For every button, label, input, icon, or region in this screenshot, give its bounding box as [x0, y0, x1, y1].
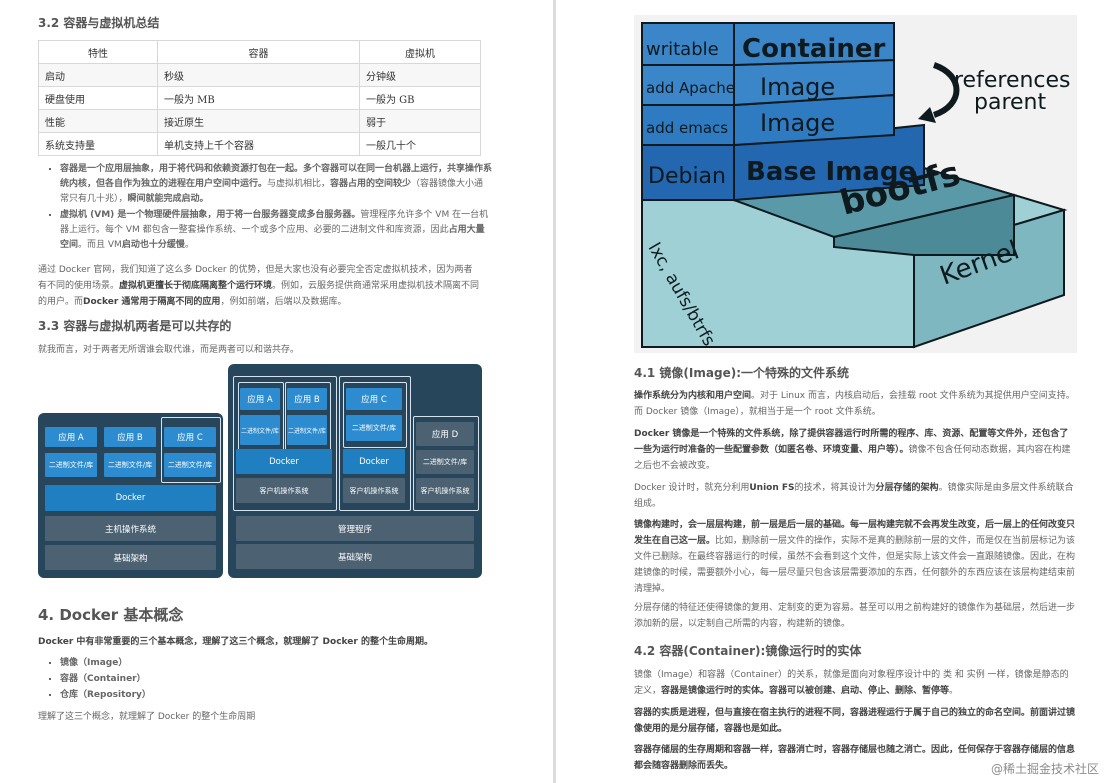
docker-block: Docker [45, 485, 216, 511]
add-apache-label: add Apache [646, 79, 735, 97]
references-label: references [954, 68, 1071, 93]
bins-block: 二进制文件/库 [45, 453, 97, 477]
right-page: writable Container add Apache Image add … [556, 0, 1107, 783]
docker-block: Docker [343, 449, 405, 474]
writable-label: writable [646, 39, 719, 60]
app-a-block: 应用 A [240, 388, 280, 410]
paragraph: Docker 中有非常重要的三个基本概念，理解了这三个概念，就理解了 Docke… [38, 637, 433, 647]
paragraph: 通过 Docker 官网，我们知道了这么多 Docker 的优势，但是大家也没有… [38, 265, 480, 307]
app-a-block: 应用 A [45, 427, 97, 447]
section-4-title: 4. Docker 基本概念 [38, 606, 184, 624]
table-cell: 秒级 [157, 63, 360, 87]
vm-frame [413, 416, 479, 511]
table-cell: 分钟级 [359, 63, 481, 87]
paragraph: 就我而言，对于两者无所谓谁会取代谁，而是两者可以和谐共存。 [38, 345, 300, 355]
paragraph: 容器存储层的生存周期和容器一样，容器消亡时，容器存储层也随之消亡。因此，任何保存… [634, 745, 1076, 771]
table-row: 性能 接近原生 弱于 [38, 109, 481, 133]
host-os-block: 主机操作系统 [45, 516, 216, 541]
infrastructure-block: 基础架构 [236, 544, 474, 569]
list-item: 容器是一个应用层抽象，用于将代码和依赖资源打包在一起。多个容器可以在同一台机器上… [60, 162, 492, 207]
reference-arrow [932, 62, 960, 118]
section-4-1-title: 4.1 镜像(Image):一个特殊的文件系统 [634, 366, 849, 380]
list-item: 容器（Container） [60, 672, 360, 687]
guest-os-block: 客户机操作系统 [236, 478, 332, 503]
add-emacs-label: add emacs [646, 119, 728, 137]
bins-block: 二进制文件/库 [164, 453, 216, 477]
table-header: 虚拟机 [359, 40, 481, 64]
section-3-2-title: 3.2 容器与虚拟机总结 [38, 16, 160, 30]
table-cell: 弱于 [359, 109, 481, 133]
paragraph: 镜像（Image）和容器（Container）的关系，就像是面向对象程序设计中的… [634, 670, 1069, 696]
watermark: @稀土掘金技术社区 [990, 762, 1099, 776]
table-cell: 一般为 MB [157, 86, 360, 110]
paragraph: 分层存储的特征还使得镜像的复用、定制变的更为容易。甚至可以用之前构建好的镜像作为… [634, 603, 1076, 629]
page-divider [553, 0, 556, 783]
table-row: 系统支持量 单机支持上千个容器 一般几十个 [38, 132, 481, 156]
container-vm-bullets: 容器是一个应用层抽象，用于将代码和依赖资源打包在一起。多个容器可以在同一台机器上… [46, 162, 492, 254]
list-item: 仓库（Repository） [60, 688, 360, 703]
parent-label: parent [974, 90, 1046, 115]
container-frame [161, 417, 221, 483]
container-label: Container [742, 34, 885, 64]
table-cell: 硬盘使用 [38, 86, 158, 110]
table-cell: 一般为 GB [359, 86, 481, 110]
paragraph: 镜像构建时，会一层层构建，前一层是后一层的基础。每一层构建完就不会再发生改变，后… [634, 520, 1076, 594]
vm-frame [339, 376, 411, 511]
image2-label: Image [760, 109, 835, 137]
bins-block: 二进制文件/库 [287, 415, 327, 445]
section-4-2-title: 4.2 容器(Container):镜像运行时的实体 [634, 644, 862, 658]
bins-block: 二进制文件/库 [346, 415, 402, 441]
table-row: 启动 秒级 分钟级 [38, 63, 481, 87]
table-cell: 单机支持上千个容器 [157, 132, 360, 156]
guest-os-block: 客户机操作系统 [343, 478, 405, 503]
table-row: 硬盘使用 一般为 MB 一般为 GB [38, 86, 481, 110]
section-3-3-title: 3.3 容器与虚拟机两者是可以共存的 [38, 319, 232, 333]
app-d-block: 应用 D [416, 422, 474, 446]
vm-frame [233, 376, 337, 511]
bins-block: 二进制文件/库 [240, 415, 280, 445]
left-page: 3.2 容器与虚拟机总结 特性 容器 虚拟机 启动 秒级 分钟级 硬盘使用 一般… [0, 0, 553, 783]
app-c-block: 应用 C [346, 388, 402, 410]
paragraph: 容器的实质是进程，但与直接在宿主执行的进程不同，容器进程运行于属于自己的独立的命… [634, 708, 1076, 734]
layers-svg: writable Container add Apache Image add … [641, 22, 1071, 350]
container-stack-panel: 应用 A 应用 B 应用 C 二进制文件/库 二进制文件/库 二进制文件/库 D… [38, 413, 223, 578]
infrastructure-block: 基础架构 [45, 545, 216, 570]
paragraph: Docker 镜像是一个特殊的文件系统，除了提供容器运行时所需的程序、库、资源、… [634, 429, 1071, 471]
table-header: 特性 [38, 40, 158, 64]
vm-stack-panel: 应用 A 应用 B 二进制文件/库 二进制文件/库 Docker 客户机操作系统… [228, 364, 482, 578]
arrow-head [918, 107, 936, 123]
table-header-row: 特性 容器 虚拟机 [38, 40, 481, 64]
image1-label: Image [760, 73, 835, 101]
base-image-label: Base Image [746, 157, 916, 187]
paragraph: Docker 设计时，就充分利用Union FS的技术，将其设计为分层存储的架构… [634, 483, 1074, 509]
bins-block: 二进制文件/库 [416, 450, 474, 474]
app-b-block: 应用 B [287, 388, 327, 410]
container-frame [343, 382, 407, 448]
table-cell: 一般几十个 [359, 132, 481, 156]
table-cell: 启动 [38, 63, 158, 87]
paragraph: 操作系统分为内核和用户空间。对于 Linux 而言，内核启动后，会挂载 root… [634, 391, 1075, 417]
paragraph: 理解了这三个概念，就理解了 Docker 的整个生命周期 [38, 712, 256, 722]
app-b-block: 应用 B [104, 427, 156, 447]
guest-os-block: 客户机操作系统 [416, 478, 474, 503]
bins-block: 二进制文件/库 [104, 453, 156, 477]
table-cell: 系统支持量 [38, 132, 158, 156]
list-item: 虚拟机 (VM) 是一个物理硬件层抽象，用于将一台服务器变成多台服务器。管理程序… [60, 208, 492, 253]
comparison-table: 特性 容器 虚拟机 启动 秒级 分钟级 硬盘使用 一般为 MB 一般为 GB 性… [38, 40, 481, 156]
table-header: 容器 [157, 40, 360, 64]
concept-list: 镜像（Image） 容器（Container） 仓库（Repository） [46, 656, 360, 704]
bootfs-side [833, 193, 1015, 256]
hypervisor-block: 管理程序 [236, 516, 474, 541]
image-layers-figure: writable Container add Apache Image add … [634, 15, 1077, 353]
debian-label: Debian [648, 164, 726, 189]
app-c-block: 应用 C [164, 427, 216, 447]
table-cell: 接近原生 [157, 109, 360, 133]
container-layer [733, 22, 895, 67]
table-cell: 性能 [38, 109, 158, 133]
docker-block: Docker [236, 449, 332, 474]
list-item: 镜像（Image） [60, 656, 360, 671]
